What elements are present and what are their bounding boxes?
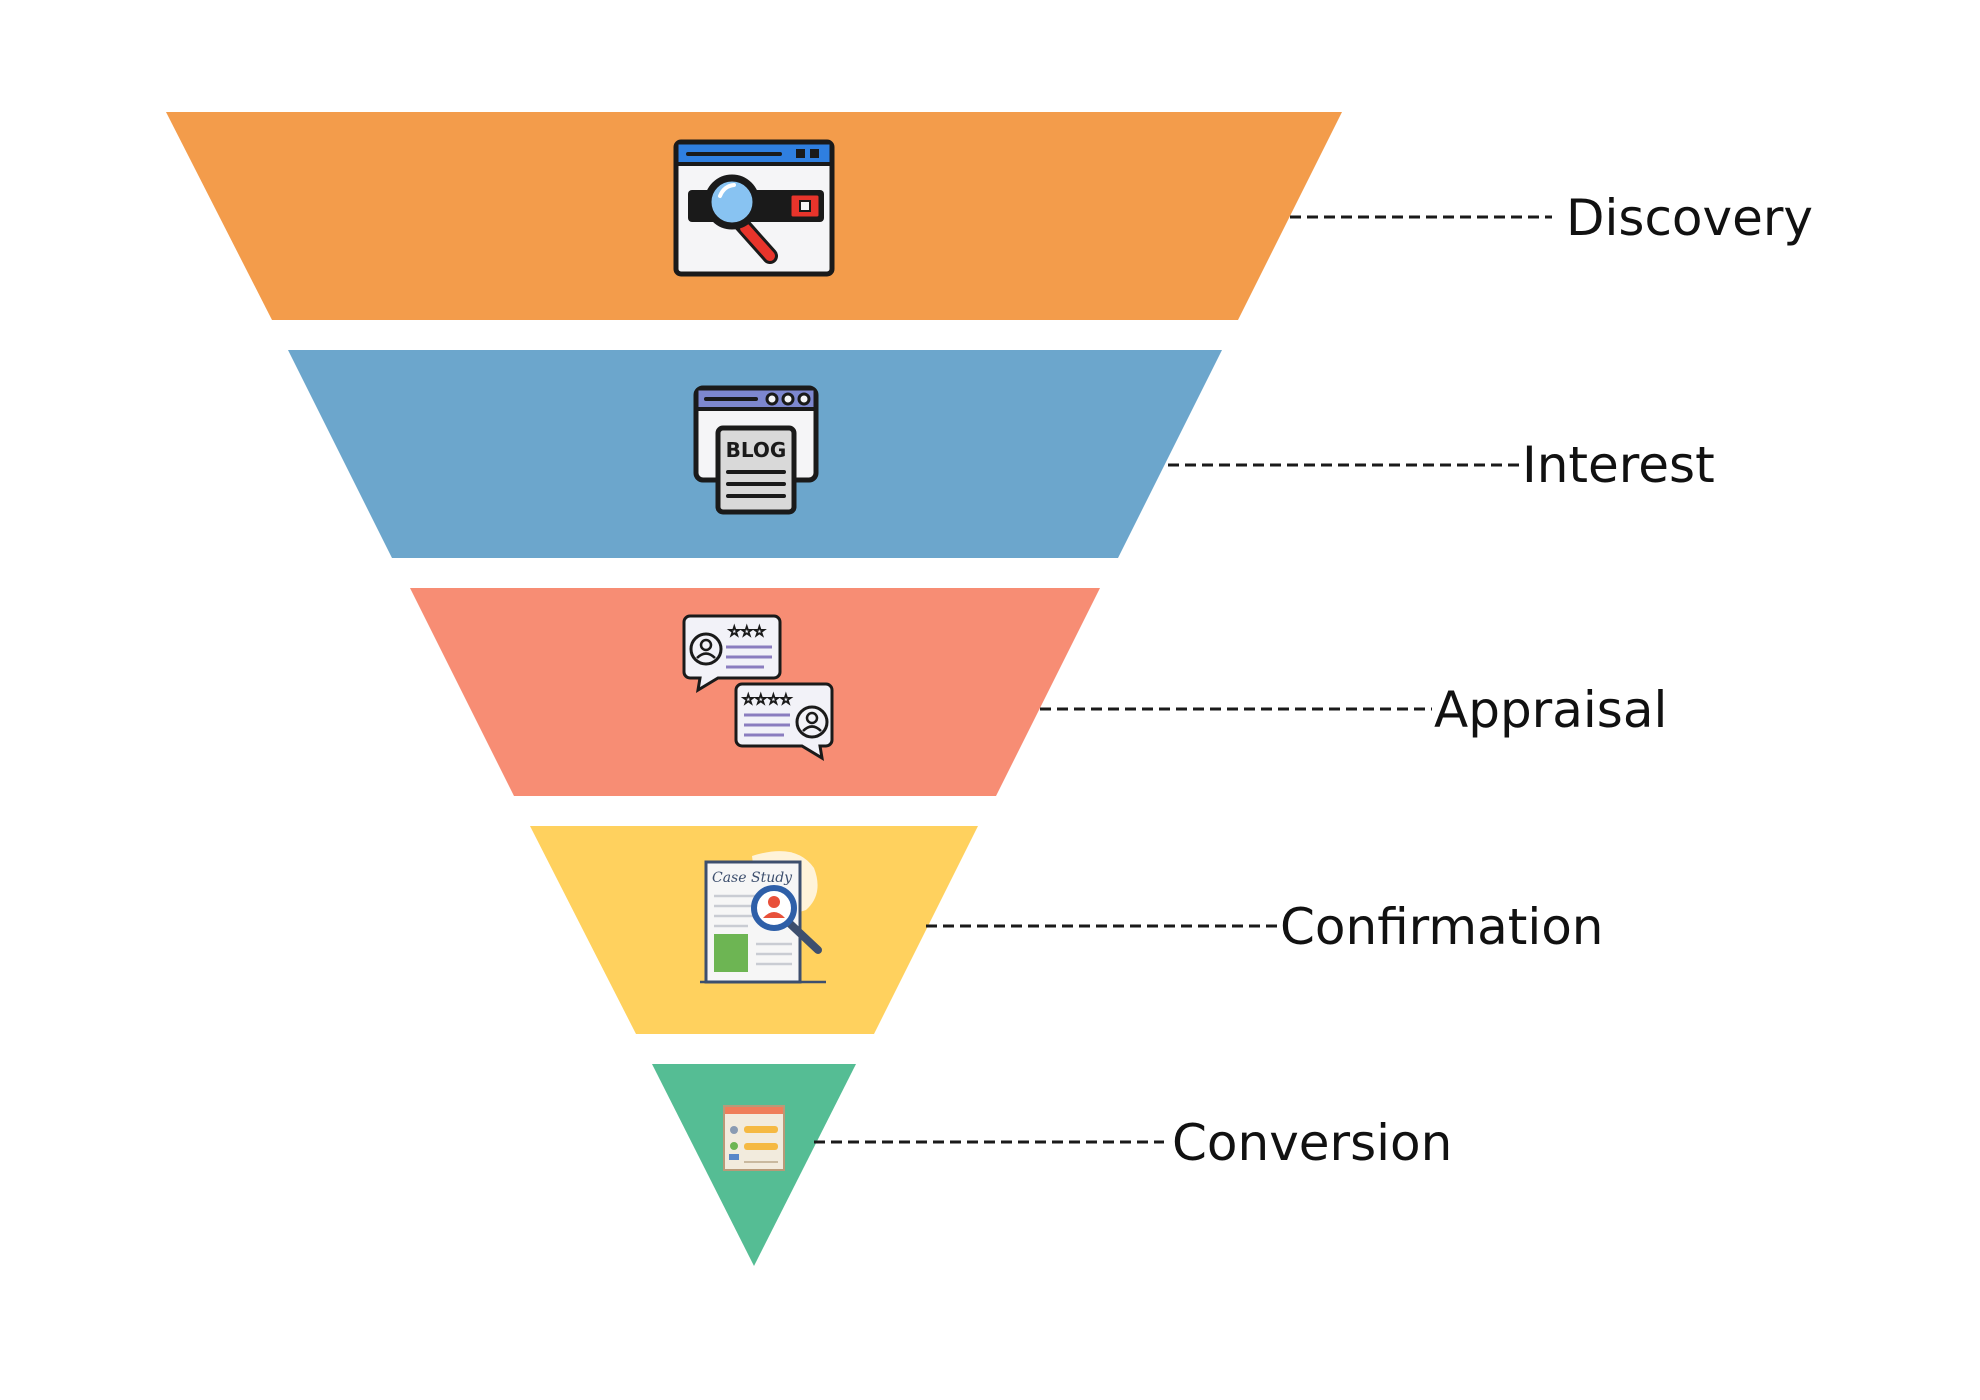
stage-label-interest: Interest [1522, 436, 1715, 494]
stage-label-conversion: Conversion [1172, 1114, 1452, 1172]
funnel-stage-interest: BLOG Interest [288, 350, 1715, 558]
case-study-icon: Case Study [700, 851, 826, 984]
funnel-stage-confirmation: Case Study Confirmation [530, 826, 1604, 1034]
browser-search-icon [673, 139, 835, 277]
blog-icon-text: BLOG [726, 438, 787, 462]
blog-icon: BLOG [693, 385, 819, 515]
stage-label-confirmation: Confirmation [1280, 898, 1604, 956]
reviews-icon: ☆☆☆ ☆☆☆☆ [682, 614, 834, 761]
funnel-stage-conversion: Conversion [652, 1064, 1452, 1266]
funnel-stage-appraisal: ☆☆☆ ☆☆☆☆ Appraisal [410, 588, 1667, 796]
funnel-stage-discovery: Discovery [166, 112, 1813, 320]
svg-text:☆☆☆☆: ☆☆☆☆ [742, 692, 792, 708]
signup-form-icon [723, 1105, 785, 1171]
case-study-icon-text: Case Study [712, 870, 793, 886]
stage-label-discovery: Discovery [1566, 189, 1813, 247]
stage-label-appraisal: Appraisal [1434, 681, 1667, 739]
svg-text:☆☆☆: ☆☆☆ [728, 624, 766, 640]
